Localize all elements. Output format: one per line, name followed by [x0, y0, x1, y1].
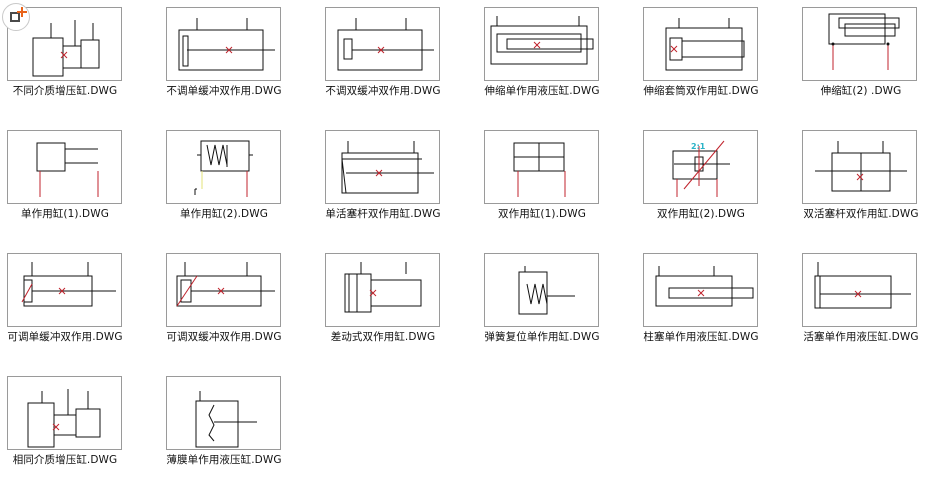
- cylinder-spring-return-single-thumbnail-icon[interactable]: [484, 253, 599, 327]
- cylinder-double-acting-1-thumbnail-icon[interactable]: [484, 130, 599, 204]
- cad-drawing-preview: [176, 262, 275, 307]
- file-name-label[interactable]: 薄膜单作用液压缸.DWG: [166, 454, 282, 466]
- file-name-label[interactable]: 活塞单作用液压缸.DWG: [803, 331, 919, 343]
- file-item[interactable]: 柱塞单作用液压缸.DWG: [636, 246, 794, 368]
- file-name-label[interactable]: 双作用缸(1).DWG: [498, 208, 586, 220]
- file-name-label[interactable]: 不调双缓冲双作用.DWG: [325, 85, 441, 97]
- file-item[interactable]: 单作用缸(1).DWG: [0, 123, 158, 245]
- file-name-label[interactable]: 伸缩缸(2) .DWG: [820, 85, 902, 97]
- cylinder-fixed-single-cushion-double-thumbnail-icon[interactable]: [166, 7, 281, 81]
- file-item[interactable]: 伸缩套筒双作用缸.DWG: [636, 0, 794, 122]
- file-name-label[interactable]: 不同介质增压缸.DWG: [12, 85, 118, 97]
- file-name-label[interactable]: 单活塞杆双作用缸.DWG: [325, 208, 441, 220]
- cylinder-fixed-double-cushion-double-thumbnail-icon[interactable]: [325, 7, 440, 81]
- cylinder-double-rod-double-thumbnail-icon[interactable]: [802, 130, 917, 204]
- cad-drawing-preview: [655, 266, 754, 307]
- cad-drawing-preview: 2:1: [672, 140, 730, 197]
- file-name-label[interactable]: 弹簧复位单作用缸.DWG: [484, 331, 600, 343]
- file-item[interactable]: 可调双缓冲双作用.DWG: [159, 246, 317, 368]
- ratio-annotation: 2:1: [691, 142, 706, 151]
- file-name-label[interactable]: 可调双缓冲双作用.DWG: [166, 331, 282, 343]
- file-item[interactable]: 差动式双作用缸.DWG: [318, 246, 476, 368]
- cad-drawing-preview: [513, 142, 566, 197]
- file-item[interactable]: 单活塞杆双作用缸.DWG: [318, 123, 476, 245]
- file-name-label[interactable]: 伸缩单作用液压缸.DWG: [484, 85, 600, 97]
- cylinder-single-rod-double-thumbnail-icon[interactable]: [325, 130, 440, 204]
- cad-drawing-preview: [195, 391, 257, 448]
- file-item[interactable]: 不调双缓冲双作用.DWG: [318, 0, 476, 122]
- cylinder-diaphragm-single-hydraulic-thumbnail-icon[interactable]: [166, 376, 281, 450]
- file-name-label[interactable]: 不调单缓冲双作用.DWG: [166, 85, 282, 97]
- cad-drawing-preview: [21, 262, 116, 307]
- file-item[interactable]: 活塞单作用液压缸.DWG: [795, 246, 928, 368]
- file-name-label[interactable]: 伸缩套筒双作用缸.DWG: [643, 85, 759, 97]
- file-item[interactable]: 不调单缓冲双作用.DWG: [159, 0, 317, 122]
- cad-drawing-preview: [828, 13, 900, 70]
- file-name-label[interactable]: 双活塞杆双作用缸.DWG: [803, 208, 919, 220]
- cylinder-telescopic-single-hydraulic-thumbnail-icon[interactable]: [484, 7, 599, 81]
- cad-drawing-preview: [32, 20, 100, 77]
- cad-drawing-preview: [194, 140, 253, 197]
- cylinder-adjustable-double-cushion-thumbnail-icon[interactable]: [166, 253, 281, 327]
- file-item[interactable]: 相同介质增压缸.DWG: [0, 369, 158, 491]
- file-name-label[interactable]: 相同介质增压缸.DWG: [12, 454, 118, 466]
- cad-drawing-preview: [814, 262, 911, 309]
- file-name-label[interactable]: 柱塞单作用液压缸.DWG: [643, 331, 759, 343]
- file-item[interactable]: 单作用缸(2).DWG: [159, 123, 317, 245]
- file-item[interactable]: 不同介质增压缸.DWG: [0, 0, 158, 122]
- cylinder-same-medium-booster-thumbnail-icon[interactable]: [7, 376, 122, 450]
- file-item[interactable]: 弹簧复位单作用缸.DWG: [477, 246, 635, 368]
- cad-drawing-preview: [341, 141, 434, 194]
- cad-drawing-preview: [815, 141, 907, 192]
- cad-drawing-preview: [27, 389, 101, 448]
- file-name-label[interactable]: 双作用缸(2).DWG: [657, 208, 745, 220]
- add-folder-logo-icon: [2, 3, 30, 31]
- file-name-label[interactable]: 可调单缓冲双作用.DWG: [7, 331, 123, 343]
- cylinder-plunger-single-hydraulic-thumbnail-icon[interactable]: [643, 253, 758, 327]
- cad-drawing-preview: [36, 142, 99, 197]
- file-item[interactable]: 双活塞杆双作用缸.DWG: [795, 123, 928, 245]
- cylinder-differential-double-thumbnail-icon[interactable]: [325, 253, 440, 327]
- cylinder-double-acting-2-thumbnail-icon[interactable]: 2:1: [643, 130, 758, 204]
- cad-drawing-preview: [518, 266, 575, 315]
- file-name-label[interactable]: 单作用缸(2).DWG: [180, 208, 268, 220]
- file-name-label[interactable]: 单作用缸(1).DWG: [21, 208, 109, 220]
- cylinder-single-acting-2-thumbnail-icon[interactable]: [166, 130, 281, 204]
- file-item[interactable]: 可调单缓冲双作用.DWG: [0, 246, 158, 368]
- file-item[interactable]: 伸缩单作用液压缸.DWG: [477, 0, 635, 122]
- cad-drawing-preview: [665, 18, 745, 71]
- file-item[interactable]: 伸缩缸(2) .DWG: [795, 0, 928, 122]
- file-item[interactable]: 双作用缸(1).DWG: [477, 123, 635, 245]
- file-item[interactable]: 2:1 双作用缸(2).DWG: [636, 123, 794, 245]
- cylinder-piston-single-hydraulic-thumbnail-icon[interactable]: [802, 253, 917, 327]
- cylinder-telescopic-sleeve-double-thumbnail-icon[interactable]: [643, 7, 758, 81]
- cad-drawing-preview: [337, 18, 434, 71]
- file-item[interactable]: 薄膜单作用液压缸.DWG: [159, 369, 317, 491]
- cylinder-telescopic-2-thumbnail-icon[interactable]: [802, 7, 917, 81]
- cad-drawing-preview: [178, 18, 275, 71]
- cylinder-adjustable-single-cushion-thumbnail-icon[interactable]: [7, 253, 122, 327]
- file-name-label[interactable]: 差动式双作用缸.DWG: [330, 331, 436, 343]
- cad-drawing-preview: [490, 16, 594, 65]
- cylinder-single-acting-1-thumbnail-icon[interactable]: [7, 130, 122, 204]
- cad-drawing-preview: [344, 262, 422, 313]
- file-grid: 不同介质增压缸.DWG 不调单缓冲双作用.DWG 不调双缓冲双作用.DWG 伸缩单作用…: [0, 0, 928, 466]
